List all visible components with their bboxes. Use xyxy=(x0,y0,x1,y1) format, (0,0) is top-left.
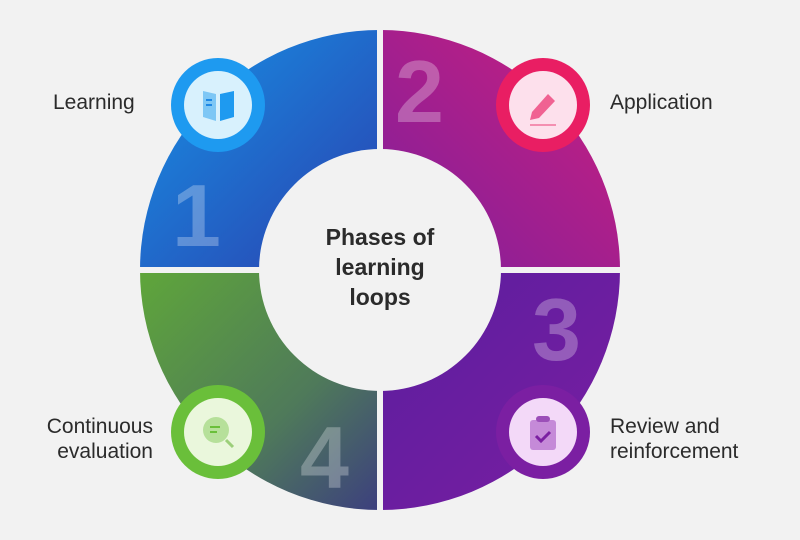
pencil-icon xyxy=(496,58,590,152)
clipboard-check-icon xyxy=(496,385,590,479)
label-line: reinforcement xyxy=(610,440,739,463)
book-icon xyxy=(171,58,265,152)
center-circle xyxy=(259,149,501,391)
label-line: evaluation xyxy=(57,440,153,463)
title-line: Phases of xyxy=(325,224,435,250)
phase-label-review: Review and reinforcement xyxy=(610,414,738,464)
phase-number-2: 2 xyxy=(395,42,444,141)
label-line: Review and xyxy=(610,415,720,438)
phase-number-4: 4 xyxy=(300,408,349,507)
title-line: learning xyxy=(335,254,425,280)
phase-label-learning: Learning xyxy=(53,91,135,114)
phase-label-application: Application xyxy=(610,91,713,114)
phase-number-1: 1 xyxy=(172,166,221,265)
phase-label-evaluation: Continuous evaluation xyxy=(18,414,153,464)
center-title: Phases of learning loops xyxy=(280,222,480,312)
label-line: Continuous xyxy=(46,415,153,438)
magnifier-icon xyxy=(171,385,265,479)
title-line: loops xyxy=(349,284,411,310)
phase-number-3: 3 xyxy=(532,280,581,379)
